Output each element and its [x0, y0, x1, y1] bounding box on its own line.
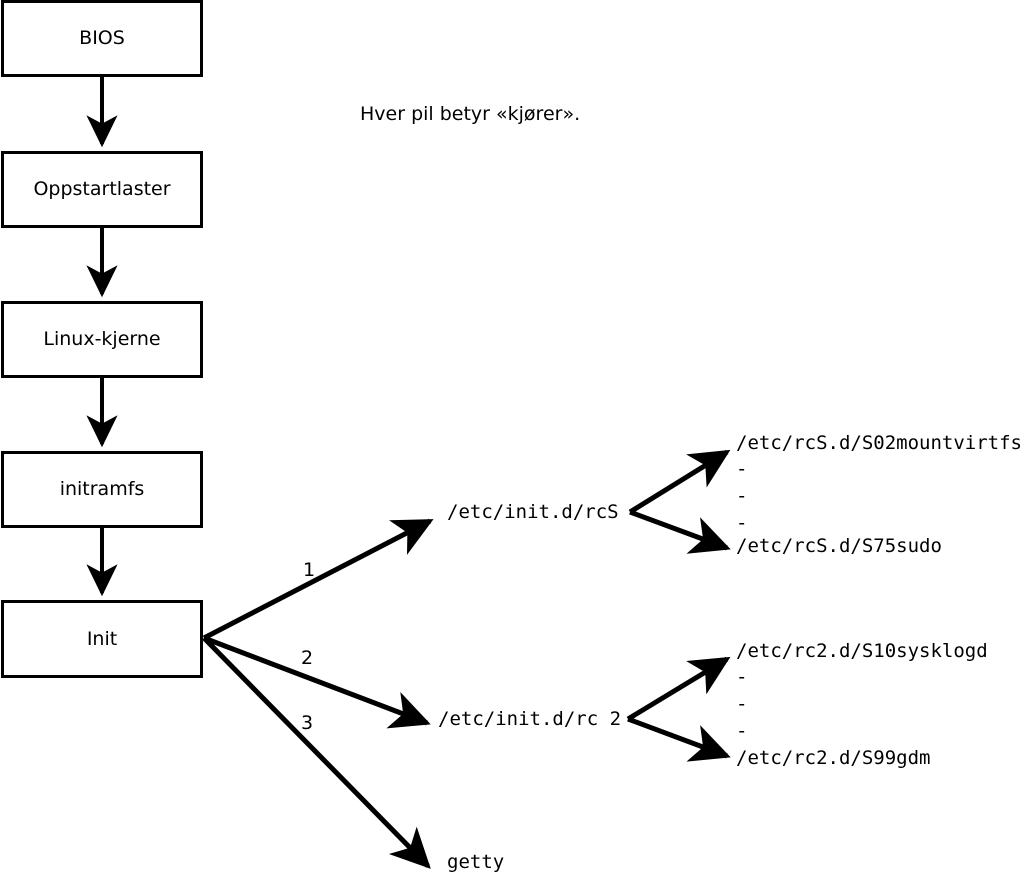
- target-rc2[interactable]: /etc/init.d/rc 2: [438, 708, 622, 730]
- arrow-init-to-rcS: [202, 518, 434, 641]
- script-rc2-ellipsis-1: -: [736, 666, 748, 688]
- node-oppstartlaster-label: Oppstartlaster: [33, 178, 171, 200]
- arrow-rcS-to-first-script: [628, 449, 731, 515]
- node-init[interactable]: Init: [1, 600, 203, 678]
- script-rcS-last[interactable]: /etc/rcS.d/S75sudo: [736, 535, 942, 557]
- target-getty[interactable]: getty: [447, 851, 505, 873]
- arrow-init-to-getty: [202, 636, 431, 869]
- target-rcS[interactable]: /etc/init.d/rcS: [447, 501, 619, 523]
- arrow-rc2-to-last-script: [627, 716, 731, 762]
- node-linux-kjerne-label: Linux-kjerne: [43, 328, 161, 350]
- script-rc2-ellipsis-2: -: [736, 693, 748, 715]
- node-init-label: Init: [86, 627, 118, 650]
- script-rcS-first[interactable]: /etc/rcS.d/S02mountvirtfs: [736, 432, 1022, 454]
- arrow-init-to-rc2: [203, 635, 431, 729]
- node-initramfs[interactable]: initramfs: [1, 451, 203, 528]
- edge-number-3: 3: [301, 712, 314, 734]
- script-rc2-ellipsis-3: -: [736, 720, 748, 742]
- node-bios-label: BIOS: [79, 27, 125, 49]
- node-linux-kjerne[interactable]: Linux-kjerne: [1, 301, 203, 378]
- script-rc2-last[interactable]: /etc/rc2.d/S99gdm: [736, 747, 931, 769]
- node-oppstartlaster[interactable]: Oppstartlaster: [1, 151, 203, 228]
- script-rc2-first[interactable]: /etc/rc2.d/S10sysklogd: [736, 640, 988, 662]
- script-rcS-ellipsis-3: -: [736, 512, 748, 534]
- script-rcS-ellipsis-1: -: [736, 458, 748, 480]
- legend-note: Hver pil betyr «kjører».: [360, 103, 581, 125]
- edge-number-1: 1: [303, 559, 316, 581]
- node-bios[interactable]: BIOS: [1, 0, 203, 77]
- script-rcS-ellipsis-2: -: [736, 485, 748, 507]
- arrow-rc2-to-first-script: [626, 656, 731, 722]
- node-initramfs-label: initramfs: [59, 478, 145, 500]
- arrow-rcS-to-last-script: [629, 509, 731, 554]
- edge-number-2: 2: [301, 647, 314, 669]
